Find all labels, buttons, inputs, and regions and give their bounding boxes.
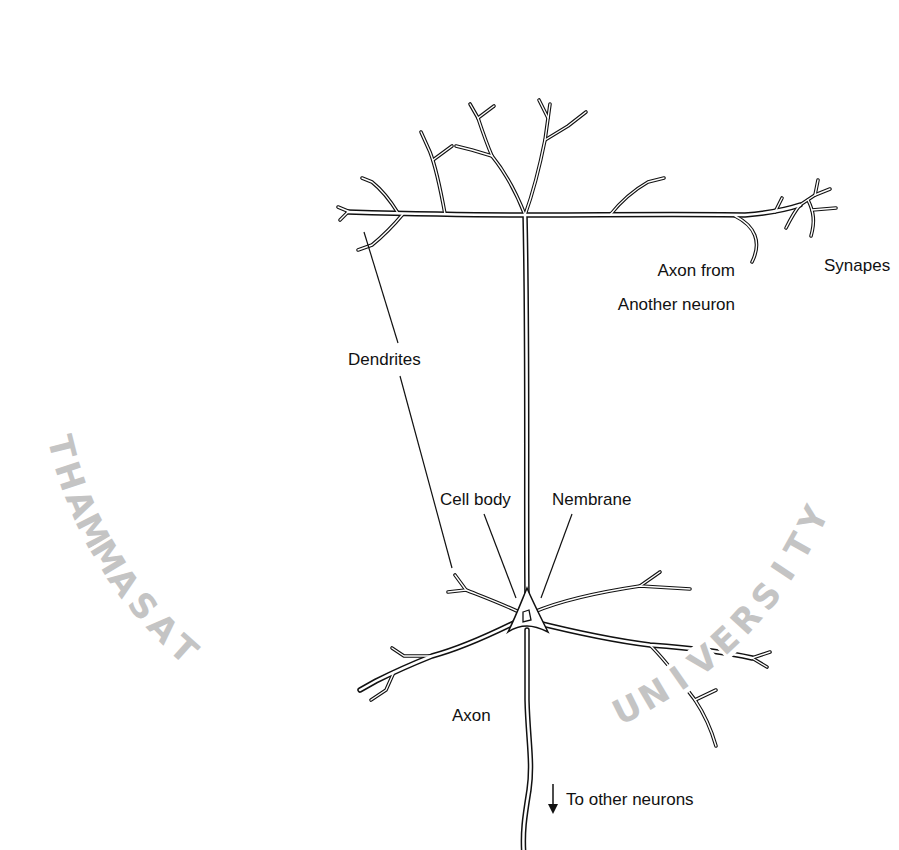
watermark-letter: T [164,629,204,670]
watermark-letter: T [43,431,82,462]
watermark-letter: S [122,586,164,627]
axon-label: Axon [452,706,491,726]
watermark-letter: N [633,672,675,716]
watermark-letter: A [141,607,184,650]
arrow-head [548,804,558,814]
watermark-letter: H [50,457,91,495]
axon-label: Axon from Another neuron [610,254,735,322]
leader-line [541,514,572,598]
watermark-letter: S [745,576,787,616]
direction-arrow [552,784,554,806]
watermark-letter: R [725,598,768,640]
membrane-label: Nembrane [552,490,631,510]
watermark-letter: U [607,687,647,730]
watermark-letter: I [766,557,801,586]
watermark-letter: V [682,639,724,682]
dendrites-label: Dendrites [348,350,421,370]
leader-line [484,514,516,598]
direction-label: To other neurons [566,790,694,810]
watermark-letter: A [60,485,102,522]
watermark-letter: M [85,534,132,581]
leader-line [400,376,452,568]
watermark-letter: M [70,508,116,554]
leader-line [364,232,398,343]
twig-outline [338,100,836,746]
trunk-fill [348,205,800,850]
trunk-outline [348,205,800,850]
synapse-label: Synapes [824,256,890,276]
twig-fill [338,100,836,746]
watermark-letter: T [778,527,819,564]
watermark-letter: A [103,562,146,603]
nucleus-shape [523,610,531,622]
watermark-letter: Y [792,501,833,538]
watermark-letter: I [664,661,694,696]
watermark-letter: E [705,620,745,661]
cell-body-label: Cell body [440,490,511,510]
